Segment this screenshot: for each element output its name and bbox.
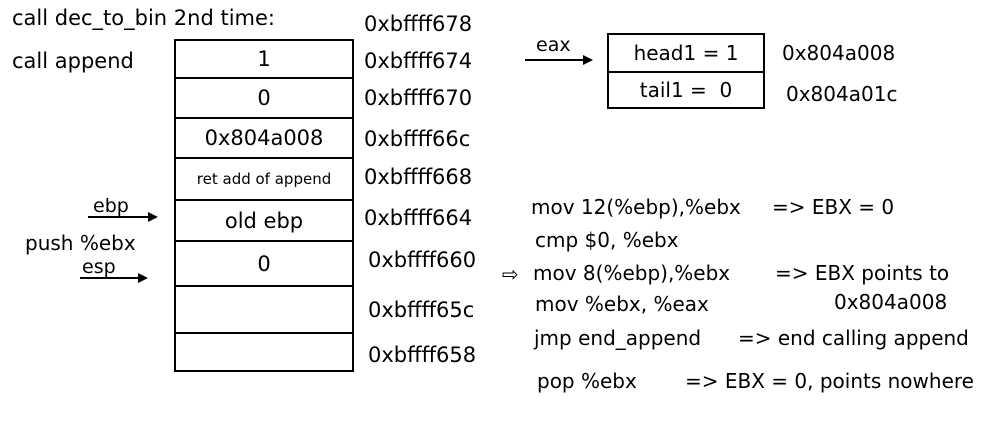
stack-cell-value: 1 <box>257 47 271 71</box>
esp-arrow-icon <box>80 273 148 283</box>
stack-address: 0xbffff66c <box>364 127 471 151</box>
node-head-label: head1 = 1 <box>633 41 739 65</box>
eax-label: eax <box>536 34 571 56</box>
stack-address: 0xbffff670 <box>364 86 473 110</box>
stack-cell: 0x804a008 <box>176 117 352 157</box>
code-line: cmp $0, %ebx <box>535 228 679 252</box>
esp-label: esp <box>82 256 116 278</box>
stack-address: 0xbffff668 <box>364 165 473 189</box>
stack-address: 0xbffff658 <box>368 343 477 367</box>
stack-cell: old ebp <box>176 199 352 240</box>
stack-cell-value: 0x804a008 <box>204 126 324 150</box>
stack-address: 0xbffff678 <box>364 12 473 36</box>
stack-address: 0xbffff674 <box>364 49 473 73</box>
linked-list-node: head1 = 1 tail1 = 0 <box>607 33 765 109</box>
code-line: pop %ebx <box>537 369 637 393</box>
stack-address: 0xbffff664 <box>364 206 473 230</box>
stack-cell-value: 0 <box>257 86 271 110</box>
code-line: mov 12(%ebp),%ebx <box>531 195 741 219</box>
code-note: => EBX = 0, points nowhere <box>685 369 974 393</box>
stack-cell: 0 <box>176 240 352 285</box>
stack-cell-value: old ebp <box>224 208 304 233</box>
stack-cell-value: ret add of append <box>196 170 332 188</box>
stack-cell: 0 <box>176 77 352 117</box>
node-head-row: head1 = 1 <box>609 35 763 71</box>
code-note: => end calling append <box>738 326 969 350</box>
ebp-label: ebp <box>93 195 129 217</box>
stack-frame: 1 0 0x804a008 ret add of append old ebp … <box>174 39 354 372</box>
stack-cell: ret add of append <box>176 157 352 199</box>
node-tail-value: 0 <box>719 78 733 102</box>
stack-address: 0xbffff660 <box>368 248 477 272</box>
node-tail-label: tail1 = <box>639 78 707 102</box>
code-line: mov 8(%ebp),%ebx <box>533 261 731 285</box>
code-note: => EBX = 0 <box>772 195 895 219</box>
stack-cell <box>176 285 352 332</box>
push-ebx-label: push %ebx <box>25 231 136 255</box>
node-head-address: 0x804a008 <box>782 41 896 65</box>
node-tail-address: 0x804a01c <box>786 82 898 106</box>
stack-cell: 1 <box>176 41 352 77</box>
code-note: => EBX points to <box>775 261 950 285</box>
code-line: jmp end_append <box>534 326 702 350</box>
node-tail-row: tail1 = 0 <box>609 71 763 107</box>
code-line: mov %ebx, %eax <box>535 292 709 316</box>
ebp-arrow-icon <box>88 212 158 222</box>
call-append-label: call append <box>12 49 134 73</box>
stack-cell-value: 0 <box>257 251 271 276</box>
eax-arrow-icon <box>525 55 593 65</box>
diagram-title: call dec_to_bin 2nd time: <box>12 6 275 30</box>
stack-cell <box>176 332 352 372</box>
stack-address: 0xbffff65c <box>368 298 475 322</box>
code-note: 0x804a008 <box>834 290 948 314</box>
current-instruction-arrow-icon: ⇨ <box>502 262 519 286</box>
